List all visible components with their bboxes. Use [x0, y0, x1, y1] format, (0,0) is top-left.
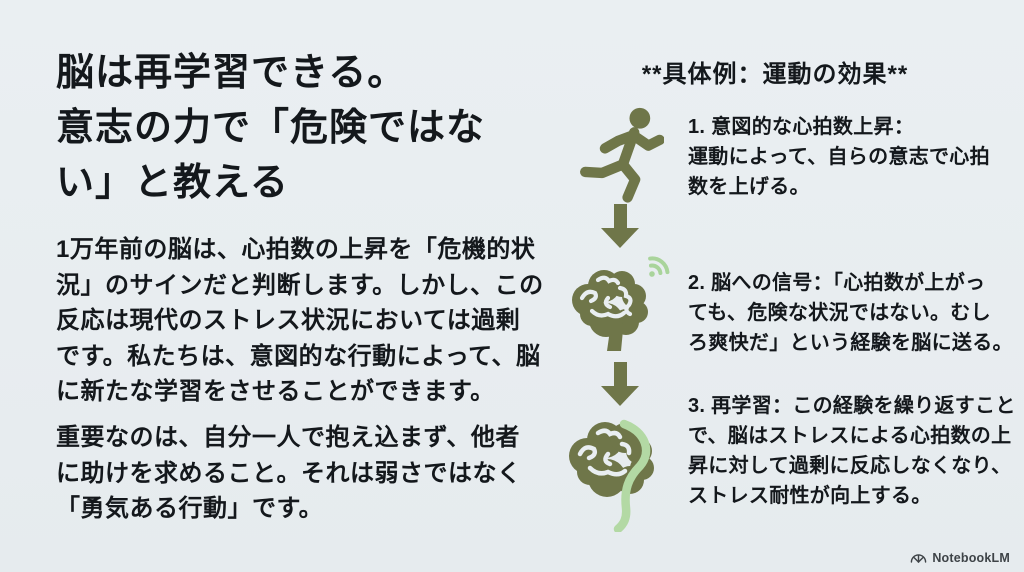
step-3-text: 3. 再学習：この経験を繰り返すこと で、脳はストレスによる心拍数の上 昇に対し…	[688, 395, 1016, 507]
down-arrow-icon	[601, 362, 639, 406]
body-paragraph-2: 重要なのは、自分一人で抱え込まず、他者 に助けを求めること。それは弱さではなく …	[56, 424, 522, 523]
example-heading: **具体例：運動の効果**	[641, 61, 909, 88]
runner-icon	[578, 106, 664, 204]
brand-name: NotebookLM	[932, 551, 1010, 565]
brain-signal-icon	[566, 256, 672, 360]
down-arrow-icon	[601, 204, 639, 248]
slide-title: 脳は再学習できる。 意志の力で「危険ではな い」と教える	[56, 52, 486, 205]
body-paragraph-1: 1万年前の脳は、心拍数の上昇を「危機的状 況」のサインだと判断します。しかし、こ…	[56, 236, 544, 406]
brain-resilience-icon	[560, 408, 674, 532]
notebooklm-fan-icon	[911, 553, 927, 563]
step-1-text: 1. 意図的な心拍数上昇： 運動によって、自らの意志で心拍 数を上げる。	[688, 116, 990, 198]
step-2-text: 2. 脳への信号：「心拍数が上がっ ても、危険な状況ではない。むし ろ爽快だ」と…	[688, 272, 1013, 354]
brand-watermark: NotebookLM	[910, 551, 1010, 565]
